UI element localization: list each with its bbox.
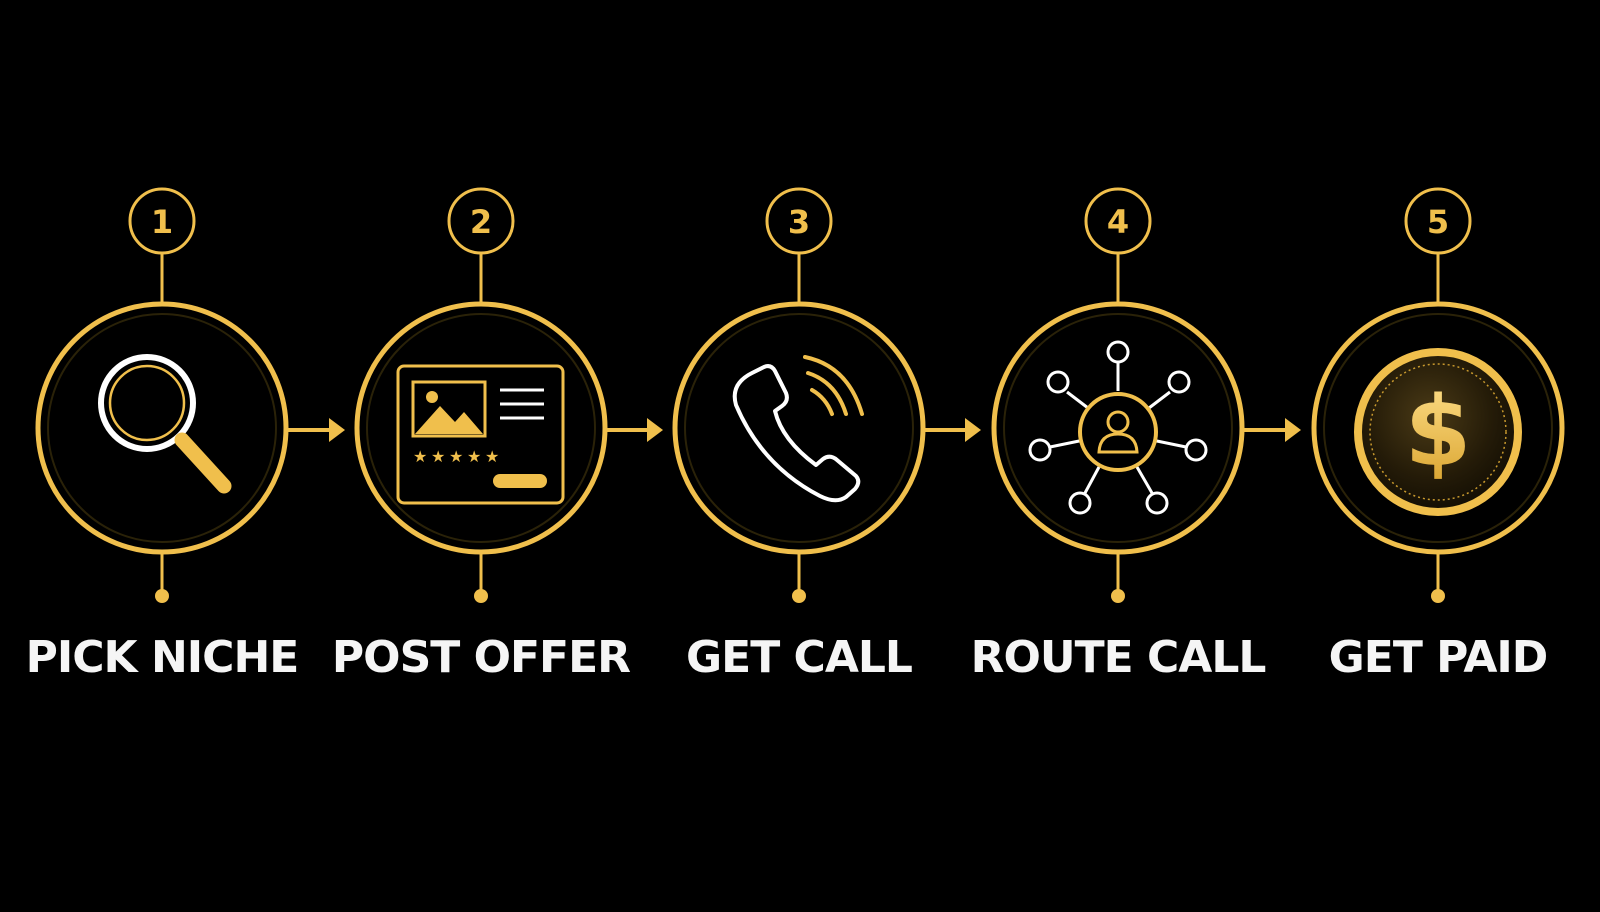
step-number: 3 [788, 203, 810, 241]
dollar-symbol: $ [1405, 376, 1472, 488]
step-label: GET PAID [1329, 632, 1548, 683]
step-circle [35, 301, 289, 555]
step-5: 5 $ GET PAID [1311, 187, 1565, 683]
connector-dot [474, 589, 488, 603]
magnifying-glass-icon [98, 354, 232, 494]
user-icon [1097, 410, 1139, 454]
connector-dot [1431, 589, 1445, 603]
svg-text:★: ★ [413, 447, 427, 466]
image-icon [411, 380, 487, 438]
step-circle-inner-ring [47, 313, 277, 543]
step-label: POST OFFER [332, 632, 630, 683]
star-rating-icon: ★ ★ ★ ★ ★ [413, 447, 499, 466]
step-circle-inner-ring [1003, 313, 1233, 543]
step-1: 1 PICK NICHE [26, 187, 299, 683]
step-number: 5 [1427, 203, 1449, 241]
step-number: 2 [470, 203, 492, 241]
dollar-coin-icon: $ [1354, 348, 1522, 516]
arrow-2-3 [607, 418, 663, 442]
svg-text:★: ★ [431, 447, 445, 466]
connector-dot [155, 589, 169, 603]
card-button-shape [493, 474, 547, 488]
step-2: 2 ★ ★ ★ ★ ★ POST OFFER [332, 187, 631, 683]
arrow-4-5 [1243, 418, 1301, 442]
step-circle-inner-ring [1323, 313, 1553, 543]
step-4: 4 [971, 187, 1266, 683]
arrow-3-4 [925, 418, 981, 442]
connector-dot [1111, 589, 1125, 603]
svg-text:★: ★ [467, 447, 481, 466]
step-label: GET CALL [686, 632, 912, 683]
step-number: 4 [1107, 203, 1129, 241]
phone-icon [732, 355, 864, 503]
svg-text:★: ★ [449, 447, 463, 466]
listing-card-icon: ★ ★ ★ ★ ★ [396, 364, 565, 505]
step-circle-inner-ring [684, 313, 914, 543]
connector-dot [792, 589, 806, 603]
step-circle [672, 301, 926, 555]
svg-text:★: ★ [485, 447, 499, 466]
step-number: 1 [151, 203, 173, 241]
network-icon [1028, 340, 1208, 515]
arrow-1-2 [288, 418, 345, 442]
step-label: PICK NICHE [26, 632, 299, 683]
step-3: 3 GET CALL [672, 187, 926, 683]
step-label: ROUTE CALL [971, 632, 1266, 683]
step-circle-inner-ring [366, 313, 596, 543]
step-circle [354, 301, 608, 555]
